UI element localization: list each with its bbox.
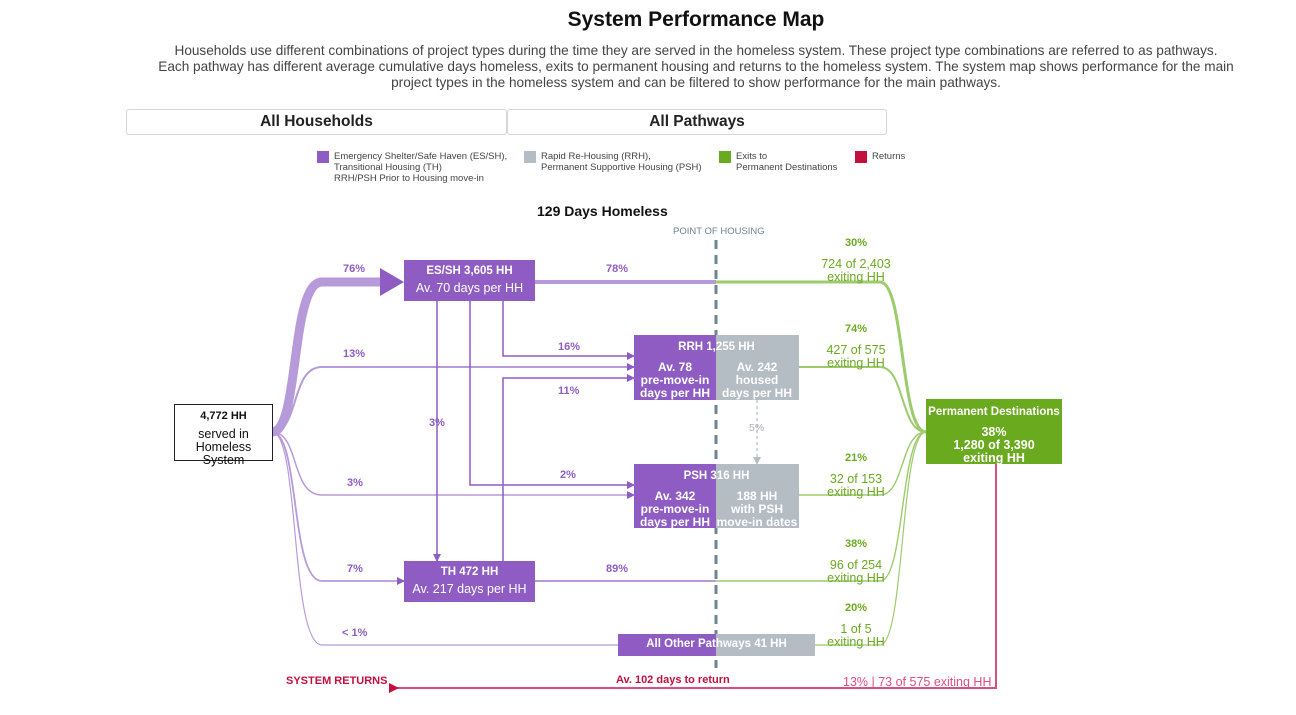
pct-entry-es: 76% [343,263,366,275]
exit-label-psh: 21% 32 of 153 exiting HH [827,452,885,499]
source-label-1: served in [198,427,249,441]
pct-es-th: 3% [429,417,445,429]
destination-line2: exiting HH [963,451,1025,465]
pct-rrh-psh: 5% [749,422,765,434]
psh-pre-move-in-part [634,464,716,528]
flow-source-th [271,431,405,585]
th-node[interactable]: TH 472 HH Av. 217 days per HH [404,561,535,602]
pct-entry-other: < 1% [342,627,368,639]
exit-label-es: 30% 724 of 2,403 exiting HH [821,237,891,284]
pct-th-rrh: 11% [558,385,580,397]
flow-exit-es [716,280,927,434]
destination-pct: 38% [981,425,1007,439]
rrh-left-text: Av. 78 pre-move-in days per HH [639,360,711,400]
psh-housed-part [716,464,799,528]
es-sh-title: ES/SH 3,605 HH [426,265,513,277]
days-homeless-label: 129 Days Homeless [537,203,668,219]
rrh-title: RRH 1,255 HH [678,341,755,353]
legend-item-es-th: Emergency Shelter/Safe Haven (ES/SH), Tr… [334,151,508,184]
page-title: System Performance Map [567,8,825,31]
pct-th-exit: 89% [606,563,629,575]
pct-es-exit: 78% [606,263,629,275]
legend-swatch-returns [855,151,867,163]
flow-system-returns [389,464,997,693]
legend-item-rrh-psh: Rapid Re-Housing (RRH), Permanent Suppor… [541,151,702,173]
flow-source-rrh [271,363,635,433]
description-line-2: Each pathway has different average cumul… [158,59,1234,74]
exit-label-th: 38% 96 of 254 exiting HH [827,538,885,585]
exit-label-rrh: 74% 427 of 575 exiting HH [826,323,886,370]
description-line-1: Households use different combinations of… [174,43,1218,58]
permanent-destinations-node[interactable]: Permanent Destinations 38% 1,280 of 3,39… [926,399,1062,465]
pct-es-rrh: 16% [558,341,581,353]
flow-source-es-arrowhead [380,268,404,296]
flow-exit-th [716,431,927,582]
flow-exit-other [815,431,927,646]
rrh-right-text: Av. 242 housed days per HH [721,360,793,400]
flow-es-rrh [502,300,635,360]
rrh-node[interactable]: RRH 1,255 HH Av. 78 pre-move-in days per… [634,335,799,400]
flow-source-psh [271,431,635,499]
legend-item-exits: Exits to Permanent Destinations [736,151,838,173]
exit-label-other: 20% 1 of 5 exiting HH [827,602,885,649]
other-pathways-node[interactable]: All Other Pathways 41 HH [618,634,815,656]
flow-source-es [270,277,384,437]
rrh-pre-move-in-part [634,335,716,400]
system-returns-label: SYSTEM RETURNS [286,675,388,687]
destination-title: Permanent Destinations [928,406,1060,418]
page-description: Households use different combinations of… [130,43,1262,91]
es-sh-subtitle: Av. 70 days per HH [415,281,524,295]
source-count: 4,772 HH [200,410,247,422]
flow-exit-psh [799,431,927,496]
description-line-3: project types in the homeless system and… [391,75,1001,90]
pct-entry-psh: 3% [347,477,363,489]
psh-title: PSH 316 HH [683,470,750,482]
legend-item-returns: Returns [872,151,906,162]
pct-es-psh: 2% [560,469,576,481]
source-label-2: Homeless System [195,440,252,467]
other-post-part [716,634,815,656]
flow-es-psh [469,300,635,489]
pct-entry-th: 7% [347,563,363,575]
destination-line1: 1,280 of 3,390 [953,438,1035,452]
flow-exit-rrh [799,366,927,433]
psh-left-text: Av. 342 pre-move-in days per HH [639,489,711,529]
psh-node[interactable]: PSH 316 HH Av. 342 pre-move-in days per … [634,464,799,528]
th-title: TH 472 HH [440,566,499,578]
flow-source-other [271,431,618,646]
psh-right-text: 188 HH with PSH move-in dates [716,489,798,529]
th-subtitle: Av. 217 days per HH [412,582,527,596]
point-of-housing-label: POINT OF HOUSING [673,226,765,237]
pathways-filter-button[interactable]: All Pathways [507,109,887,135]
other-pathways-title: All Other Pathways 41 HH [646,638,787,650]
other-pre-part [618,634,716,656]
source-node: 4,772 HH served in Homeless System [174,404,273,467]
households-filter-button[interactable]: All Households [126,109,507,135]
legend-swatch-exits [719,151,731,163]
legend-swatch-rrh-psh [524,151,536,163]
returns-stat-label: 13% | 73 of 575 exiting HH [843,675,992,689]
es-sh-node[interactable]: ES/SH 3,605 HH Av. 70 days per HH [404,260,535,301]
legend-swatch-es-th [317,151,329,163]
flow-th-rrh [502,374,635,561]
returns-days-label: Av. 102 days to return [616,674,730,686]
rrh-housed-part [716,335,799,400]
pct-entry-rrh: 13% [343,348,366,360]
